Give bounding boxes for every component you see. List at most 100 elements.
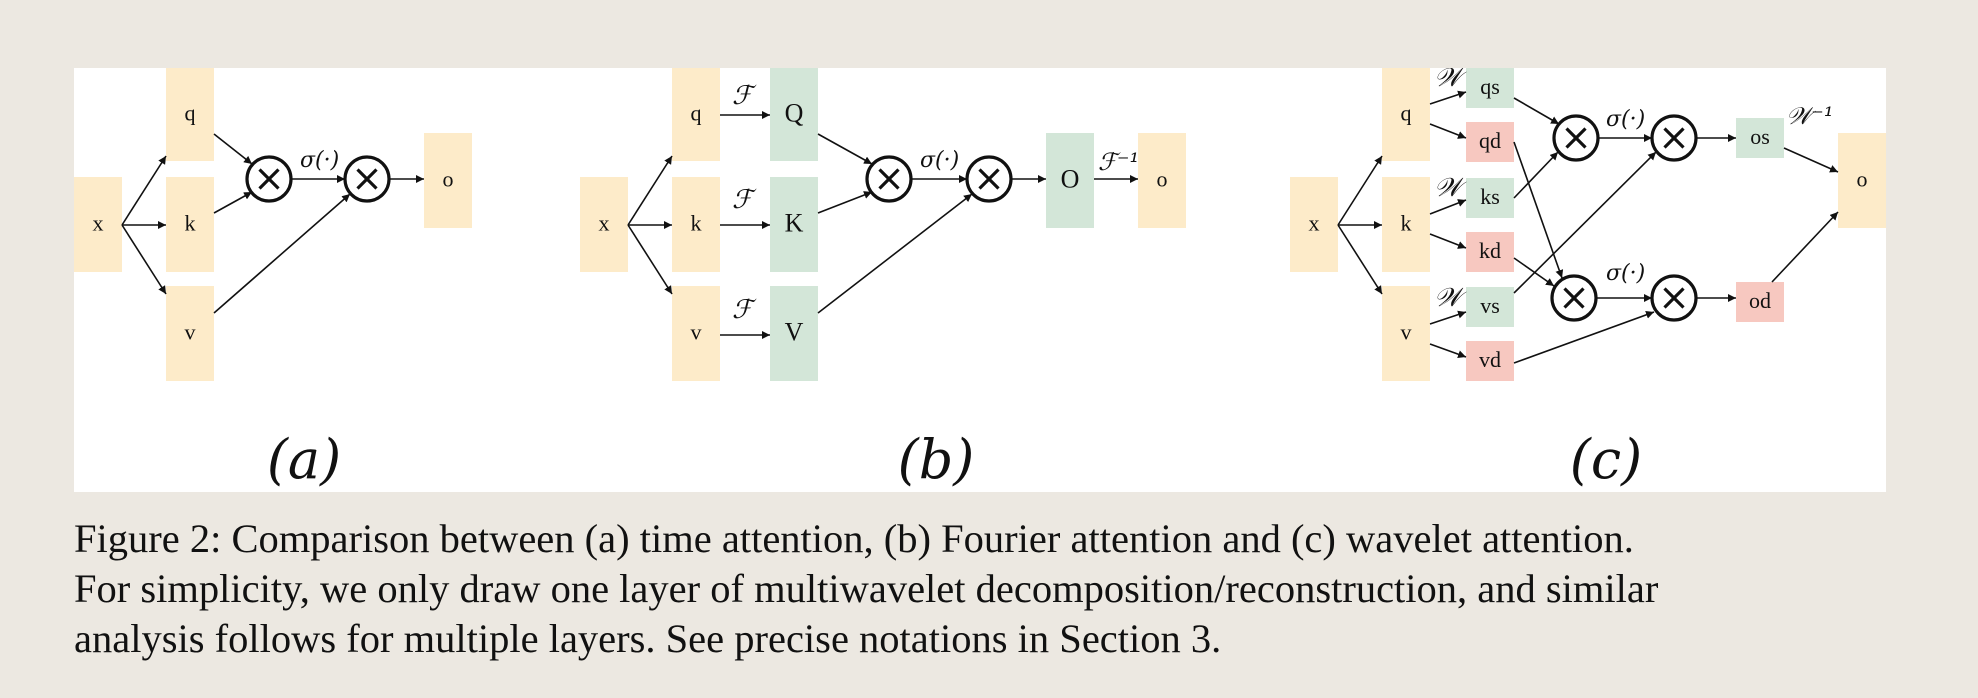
c-ks-box xyxy=(1466,178,1514,218)
a-x-label: x xyxy=(93,211,104,236)
c-od-label: od xyxy=(1749,288,1771,313)
b-Q-to-mult1 xyxy=(817,133,873,165)
b-o-label: o xyxy=(1157,167,1168,192)
a-x-box xyxy=(74,177,122,272)
c-vs-label: vs xyxy=(1480,293,1500,318)
c-x-box xyxy=(1290,177,1338,272)
c-qd-box xyxy=(1466,122,1514,162)
b-O-label: O xyxy=(1061,164,1080,193)
b-x-to-q xyxy=(627,155,673,226)
b-K-to-mult1 xyxy=(817,191,873,214)
a-multiply-1-icon xyxy=(245,155,293,203)
c-vs-to-mult2 xyxy=(1513,151,1657,294)
b-sigma-label: σ(·) xyxy=(920,148,959,173)
c-wavelet-k-label: 𝒲 xyxy=(1434,173,1467,203)
c-k-label: k xyxy=(1401,211,1412,236)
b-Q-label: Q xyxy=(785,98,804,127)
a-v-box xyxy=(166,286,214,381)
c-vd-box xyxy=(1466,341,1514,381)
b-K-label: K xyxy=(785,208,804,237)
c-kd-label: kd xyxy=(1479,238,1501,263)
c-panel-label: (c) xyxy=(1570,428,1642,491)
c-q-label: q xyxy=(1401,101,1412,126)
b-fourier-q-label: ℱ xyxy=(732,81,757,111)
c-inverse-wavelet-label: 𝒲⁻¹ xyxy=(1786,102,1833,130)
caption-line-3: analysis follows for multiple layers. Se… xyxy=(74,616,1222,661)
a-q-label: q xyxy=(185,101,196,126)
b-fourier-k-label: ℱ xyxy=(732,185,757,215)
b-q-box xyxy=(672,68,720,161)
c-os-to-o xyxy=(1783,147,1839,173)
c-vs-box xyxy=(1466,287,1514,327)
c-vd-label: vd xyxy=(1479,347,1501,372)
b-O-box xyxy=(1046,133,1094,228)
c-kd-box xyxy=(1466,232,1514,272)
b-x-label: x xyxy=(599,211,610,236)
a-v-to-mult2 xyxy=(213,193,351,314)
figure-caption: Figure 2: Comparison between (a) time at… xyxy=(74,514,1904,664)
a-x-to-q xyxy=(121,155,167,226)
b-multiply-1-icon xyxy=(865,155,913,203)
c-o-box xyxy=(1838,133,1886,228)
b-v-label: v xyxy=(691,320,702,345)
c-os-box xyxy=(1736,118,1784,158)
c-sigma-top-label: σ(·) xyxy=(1606,107,1645,132)
a-k-label: k xyxy=(185,211,196,236)
c-qs-box xyxy=(1466,68,1514,108)
a-o-box xyxy=(424,133,472,228)
a-v-label: v xyxy=(185,320,196,345)
c-q-box xyxy=(1382,68,1430,161)
caption-line-2: For simplicity, we only draw one layer o… xyxy=(74,566,1659,611)
c-k-to-ks xyxy=(1429,199,1467,215)
a-k-to-mult1 xyxy=(213,191,253,214)
caption-line-1: Figure 2: Comparison between (a) time at… xyxy=(74,516,1634,561)
b-q-label: q xyxy=(691,101,702,126)
c-vd-to-mult4 xyxy=(1513,310,1655,364)
c-wavelet-q-label: 𝒲 xyxy=(1434,68,1467,93)
c-multiply-3-icon xyxy=(1550,274,1598,322)
a-multiply-2-icon xyxy=(343,155,391,203)
c-od-to-o xyxy=(1771,211,1839,283)
c-sigma-bottom-label: σ(·) xyxy=(1606,261,1645,286)
c-wavelet-v-label: 𝒲 xyxy=(1434,283,1467,313)
a-q-box xyxy=(166,68,214,161)
b-fourier-v-label: ℱ xyxy=(732,295,757,325)
a-k-box xyxy=(166,177,214,272)
c-multiply-4-icon xyxy=(1650,274,1698,322)
c-x-to-v xyxy=(1337,224,1383,295)
a-panel-label: (a) xyxy=(267,428,341,491)
c-v-to-vs xyxy=(1429,310,1467,325)
b-V-box xyxy=(770,286,818,381)
b-k-label: k xyxy=(691,211,702,236)
c-multiply-2-icon xyxy=(1650,114,1698,162)
c-k-box xyxy=(1382,177,1430,272)
c-x-to-q xyxy=(1337,155,1383,226)
c-v-label: v xyxy=(1401,320,1412,345)
c-od-box xyxy=(1736,282,1784,322)
a-x-to-v xyxy=(121,224,167,295)
c-q-to-qd xyxy=(1429,123,1467,139)
b-inverse-fourier-label: ℱ⁻¹ xyxy=(1098,148,1139,176)
b-panel-label: (b) xyxy=(898,428,975,491)
c-o-label: o xyxy=(1857,167,1868,192)
b-multiply-2-icon xyxy=(965,155,1013,203)
a-sigma-label: σ(·) xyxy=(300,148,339,173)
c-qd-to-mult3 xyxy=(1513,141,1564,279)
c-qs-label: qs xyxy=(1480,74,1500,99)
c-v-to-vd xyxy=(1429,343,1467,359)
b-o-box xyxy=(1138,133,1186,228)
c-k-to-kd xyxy=(1429,233,1467,249)
c-qs-to-mult1 xyxy=(1513,97,1560,125)
c-os-label: os xyxy=(1750,124,1770,149)
c-qd-label: qd xyxy=(1479,128,1501,153)
b-K-box xyxy=(770,177,818,272)
c-q-to-qs xyxy=(1429,90,1467,105)
c-v-box xyxy=(1382,286,1430,381)
c-x-label: x xyxy=(1309,211,1320,236)
b-V-to-mult2 xyxy=(817,193,973,314)
c-kd-to-mult3 xyxy=(1513,257,1555,287)
b-Q-box xyxy=(770,68,818,161)
b-x-box xyxy=(580,177,628,272)
a-q-to-mult1 xyxy=(213,133,253,165)
